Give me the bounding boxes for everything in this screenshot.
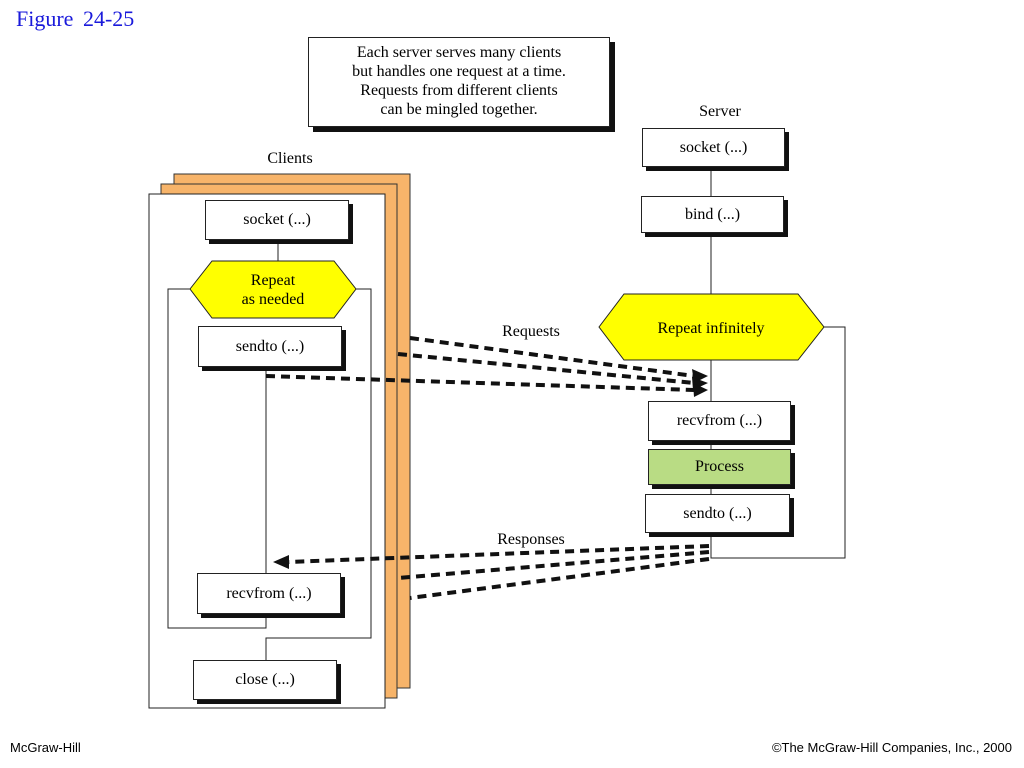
server-repeat-label: Repeat infinitely <box>657 320 765 337</box>
requests-label: Requests <box>502 323 560 340</box>
clients-title: Clients <box>267 150 313 167</box>
client-repeat-line: Repeat <box>250 272 296 289</box>
server-process-box: Process <box>648 449 791 485</box>
client-repeat-label: Repeat as needed <box>212 271 334 309</box>
request-arrows <box>265 336 695 392</box>
server-repeat-hexagon <box>598 293 825 361</box>
request-arrowheads <box>692 369 708 397</box>
client-repeat-hexagon <box>189 260 357 319</box>
footer-copyright: ©The McGraw-Hill Companies, Inc., 2000 <box>771 740 1012 755</box>
server-title: Server <box>699 103 741 120</box>
footer-publisher: McGraw-Hill <box>10 740 81 755</box>
note-line: but handles one request at a time. <box>352 63 566 80</box>
response-arrows <box>287 544 710 600</box>
client-sendto-box: sendto (...) <box>198 326 342 367</box>
server-recvfrom-box: recvfrom (...) <box>648 401 791 441</box>
server-sendto-box: sendto (...) <box>645 494 790 533</box>
client-flow-lines <box>167 240 372 660</box>
response-arrowheads <box>273 555 289 569</box>
client-repeat-line: as needed <box>241 291 305 308</box>
server-flow-lines <box>710 167 846 559</box>
note-line: can be mingled together. <box>380 101 538 118</box>
note-box: Each server serves many clients but hand… <box>308 37 610 127</box>
client-socket-box: socket (...) <box>205 200 349 240</box>
server-bind-box: bind (...) <box>641 196 784 233</box>
note-line: Each server serves many clients <box>356 44 562 61</box>
client-close-box: close (...) <box>193 660 337 700</box>
figure-title: Figure 24-25 <box>16 6 135 31</box>
note-line: Requests from different clients <box>360 82 558 99</box>
client-recvfrom-box: recvfrom (...) <box>197 573 341 614</box>
server-socket-box: socket (...) <box>642 128 785 167</box>
responses-label: Responses <box>497 531 565 548</box>
